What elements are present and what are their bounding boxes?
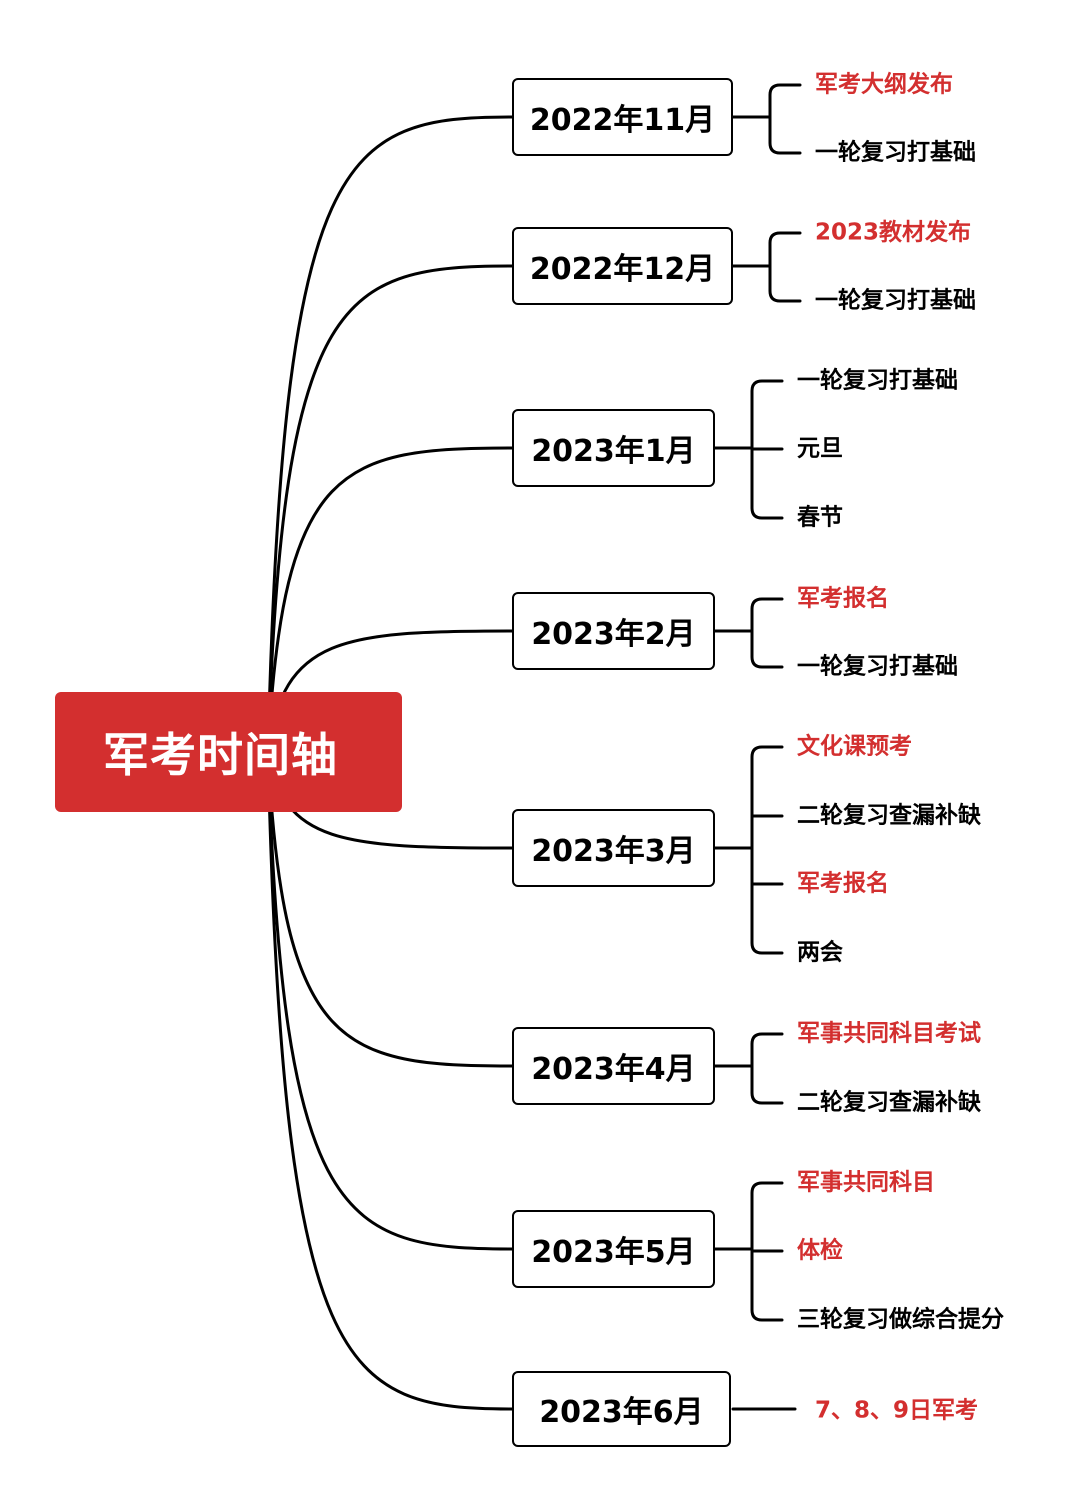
month-label: 2023年3月 bbox=[531, 834, 696, 869]
event-bracket bbox=[750, 597, 784, 669]
event-label: 体检 bbox=[797, 1237, 843, 1264]
event-label: 2023教材发布 bbox=[815, 219, 972, 246]
month-label: 2023年5月 bbox=[531, 1235, 696, 1270]
root-node[interactable]: 军考时间轴 bbox=[55, 692, 402, 812]
month-node[interactable]: 2023年5月 bbox=[512, 1210, 715, 1288]
month-node[interactable]: 2023年2月 bbox=[512, 592, 715, 670]
event-bracket bbox=[768, 231, 802, 303]
event-label: 二轮复习查漏补缺 bbox=[797, 1089, 981, 1116]
root-connector bbox=[266, 750, 514, 1068]
event-label: 三轮复习做综合提分 bbox=[797, 1306, 1004, 1333]
event-label: 军事共同科目考试 bbox=[797, 1020, 981, 1047]
event-label: 文化课预考 bbox=[797, 733, 912, 760]
event-label: 军事共同科目 bbox=[797, 1169, 935, 1196]
event-label: 军考报名 bbox=[797, 585, 889, 612]
root-connector bbox=[266, 115, 514, 754]
month-label: 2022年11月 bbox=[529, 103, 716, 138]
root-connector bbox=[266, 750, 514, 1251]
month-node[interactable]: 2023年6月 bbox=[512, 1371, 731, 1447]
root-title: 军考时间轴 bbox=[103, 728, 338, 782]
event-label: 军考大纲发布 bbox=[815, 71, 953, 98]
month-label: 2023年2月 bbox=[531, 617, 696, 652]
event-bracket bbox=[750, 1032, 784, 1105]
event-label: 7、8、9日军考 bbox=[815, 1397, 979, 1424]
month-node[interactable]: 2022年12月 bbox=[512, 227, 733, 305]
event-label: 元旦 bbox=[797, 435, 843, 462]
event-bracket bbox=[768, 83, 802, 155]
root-connector bbox=[266, 446, 514, 754]
month-label: 2023年6月 bbox=[539, 1395, 704, 1430]
event-label: 军考报名 bbox=[797, 870, 889, 897]
month-node[interactable]: 2023年1月 bbox=[512, 409, 715, 487]
root-connector bbox=[266, 750, 514, 1411]
month-label: 2023年1月 bbox=[531, 434, 696, 469]
event-label: 一轮复习打基础 bbox=[815, 139, 976, 166]
month-node[interactable]: 2023年4月 bbox=[512, 1027, 715, 1105]
month-node[interactable]: 2022年11月 bbox=[512, 78, 733, 156]
event-label: 二轮复习查漏补缺 bbox=[797, 802, 981, 829]
month-node[interactable]: 2023年3月 bbox=[512, 809, 715, 887]
event-label: 两会 bbox=[797, 939, 843, 966]
root-connector bbox=[266, 264, 514, 754]
event-label: 一轮复习打基础 bbox=[815, 287, 976, 314]
month-label: 2023年4月 bbox=[531, 1052, 696, 1087]
event-label: 春节 bbox=[797, 504, 843, 531]
event-label: 一轮复习打基础 bbox=[797, 653, 958, 680]
event-bracket bbox=[750, 745, 784, 955]
month-label: 2022年12月 bbox=[529, 252, 716, 287]
event-label: 一轮复习打基础 bbox=[797, 367, 958, 394]
